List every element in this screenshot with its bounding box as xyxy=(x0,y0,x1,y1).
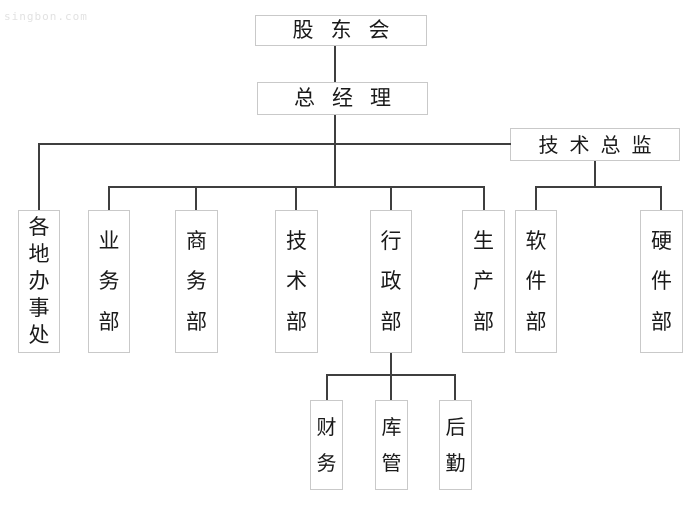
node-shareholders-meeting: 股东会 xyxy=(255,15,427,46)
connector-bus-tech-director-children xyxy=(535,186,662,188)
node-label-char: 产 xyxy=(473,269,494,293)
node-label-shareholders-meeting: 股东会 xyxy=(292,18,407,42)
node-regional-offices: 各地办事处 xyxy=(18,210,60,353)
connector-down-commerce xyxy=(195,186,197,210)
connector-down-regional-offices xyxy=(38,143,40,210)
connector-gm-down xyxy=(334,115,336,188)
connector-tech-director-down xyxy=(594,161,596,188)
connector-down-sales xyxy=(108,186,110,210)
node-general-manager: 总经理 xyxy=(257,82,428,115)
node-label-char: 技 xyxy=(286,228,307,253)
node-label-char: 件 xyxy=(525,269,547,293)
node-tech-director: 技术总监 xyxy=(510,128,680,161)
node-label-char: 部 xyxy=(525,309,547,334)
node-label-char: 部 xyxy=(286,309,307,334)
node-label-char: 管 xyxy=(381,451,402,475)
node-label-char: 务 xyxy=(98,269,120,293)
node-label-char: 地 xyxy=(28,242,50,266)
node-label-char: 财 xyxy=(316,415,337,439)
node-label-tech-director: 技术总监 xyxy=(538,132,663,157)
connector-admin-down xyxy=(390,353,392,375)
node-label-char: 后 xyxy=(445,415,466,439)
connector-down-hardware xyxy=(660,186,662,210)
connector-down-technology xyxy=(295,186,297,210)
connector-down-admin xyxy=(390,186,392,210)
node-admin-dept: 行政部 xyxy=(370,210,412,353)
node-sales-dept: 业务部 xyxy=(88,210,130,353)
node-label-char: 政 xyxy=(380,269,402,293)
node-label-char: 库 xyxy=(381,415,402,439)
node-label-char: 处 xyxy=(28,323,50,347)
connector-down-finance xyxy=(326,374,328,400)
node-label-char: 事 xyxy=(28,296,50,320)
node-label-char: 软 xyxy=(525,228,547,253)
node-label-char: 生 xyxy=(473,228,494,253)
watermark-text: singbon.com xyxy=(4,10,88,23)
node-label-char: 业 xyxy=(98,228,120,253)
connector-branch-line-gm xyxy=(38,143,511,145)
node-label-char: 务 xyxy=(316,451,337,475)
connector-down-logistics xyxy=(454,374,456,400)
node-label-char: 件 xyxy=(651,269,672,293)
node-label-char: 术 xyxy=(286,269,307,293)
node-technology-dept: 技术部 xyxy=(275,210,318,353)
node-label-char: 部 xyxy=(651,309,672,334)
node-hardware-dept: 硬件部 xyxy=(640,210,683,353)
node-label-char: 勤 xyxy=(445,451,466,475)
node-label-char: 行 xyxy=(380,228,402,253)
node-software-dept: 软件部 xyxy=(515,210,557,353)
node-label-char: 部 xyxy=(98,309,120,334)
node-label-char: 务 xyxy=(186,269,207,293)
node-label-general-manager: 总经理 xyxy=(294,86,408,110)
node-commerce-dept: 商务部 xyxy=(175,210,218,353)
node-logistics: 后勤 xyxy=(439,400,472,490)
node-label-char: 部 xyxy=(380,309,402,334)
node-label-char: 各 xyxy=(28,215,50,239)
node-warehouse: 库管 xyxy=(375,400,408,490)
node-label-char: 部 xyxy=(473,309,494,334)
node-production-dept: 生产部 xyxy=(462,210,505,353)
node-label-char: 办 xyxy=(28,269,50,293)
connector-down-software xyxy=(535,186,537,210)
node-label-char: 硬 xyxy=(651,228,672,253)
node-finance: 财务 xyxy=(310,400,343,490)
node-label-char: 商 xyxy=(186,228,207,253)
connector-down-production xyxy=(483,186,485,210)
node-label-char: 部 xyxy=(186,309,207,334)
connector-shareholders-to-gm xyxy=(334,46,336,82)
connector-down-warehouse xyxy=(390,374,392,400)
